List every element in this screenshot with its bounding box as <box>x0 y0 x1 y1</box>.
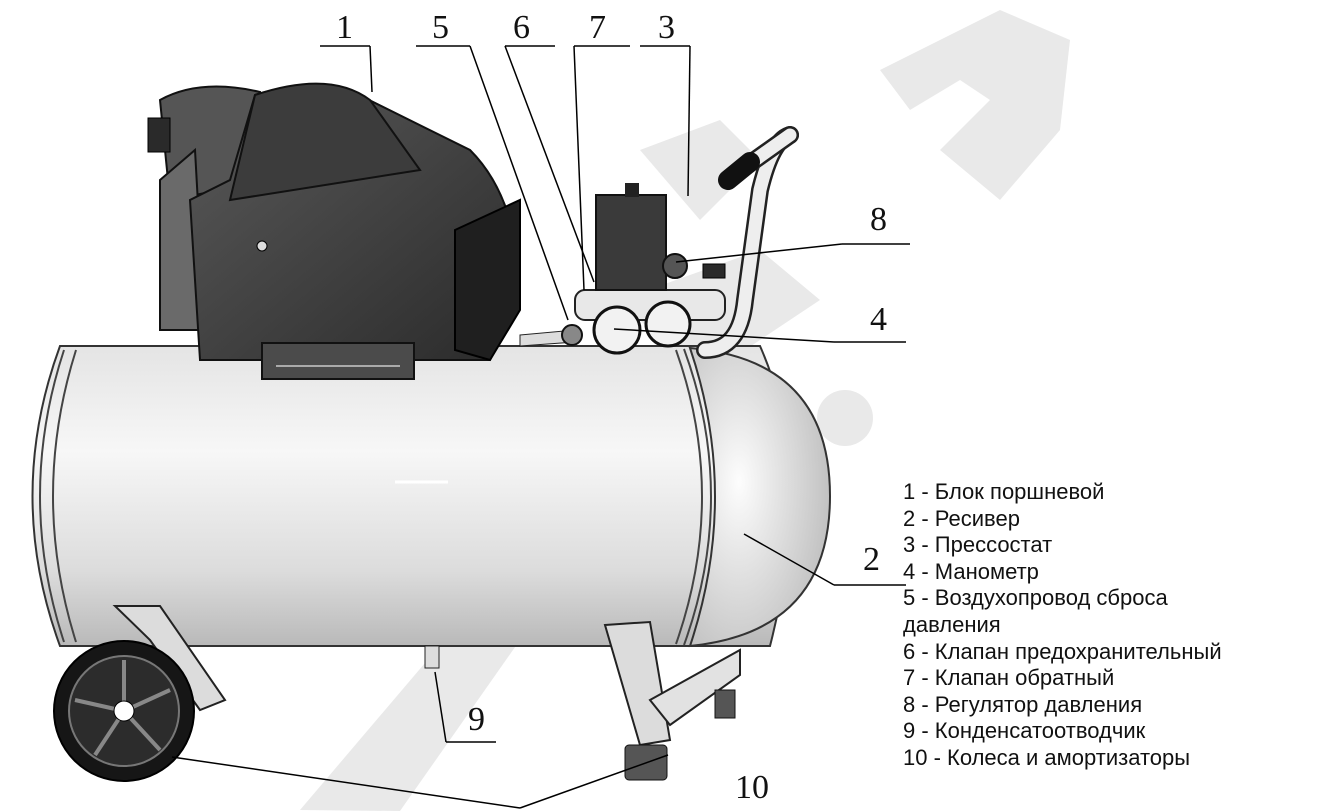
legend-item: 2 - Ресивер <box>903 505 1020 531</box>
callout-1: 1 <box>336 9 353 46</box>
leader-lines <box>171 45 910 809</box>
legend-item: 10 - Колеса и амортизаторы <box>903 744 1191 770</box>
callout-8: 8 <box>870 201 887 238</box>
legend-item: 6 - Клапан предохранительный <box>903 638 1222 664</box>
callout-7: 7 <box>589 9 606 46</box>
legend-item: давления <box>903 611 1001 637</box>
legend-item: 5 - Воздухопровод сброса <box>903 585 1168 611</box>
callout-6: 6 <box>513 9 530 46</box>
piston-block <box>147 82 522 380</box>
legend-item: 3 - Прессостат <box>903 532 1053 558</box>
callout-9: 9 <box>468 701 485 738</box>
callout-5: 5 <box>432 9 449 46</box>
callout-10: 10 <box>735 769 769 806</box>
callout-numbers: 1 5 6 7 3 8 4 2 9 10 <box>336 9 887 806</box>
legend-item: 9 - Конденсатоотводчик <box>903 718 1146 744</box>
pressure-assembly <box>424 126 799 669</box>
legend-item: 4 - Манометр <box>903 558 1039 584</box>
callout-3: 3 <box>658 9 675 46</box>
legend-item: 7 - Клапан обратный <box>903 665 1115 691</box>
callout-2: 2 <box>863 541 880 578</box>
wheels-and-feet <box>53 605 741 782</box>
legend-item: 8 - Регулятор давления <box>903 691 1143 717</box>
legend-item: 1 - Блок поршневой <box>903 479 1105 504</box>
legend: 1 - Блок поршневой 2 - Ресивер 3 - Пресс… <box>903 479 1222 772</box>
callout-4: 4 <box>870 301 887 338</box>
receiver-tank <box>31 345 832 648</box>
